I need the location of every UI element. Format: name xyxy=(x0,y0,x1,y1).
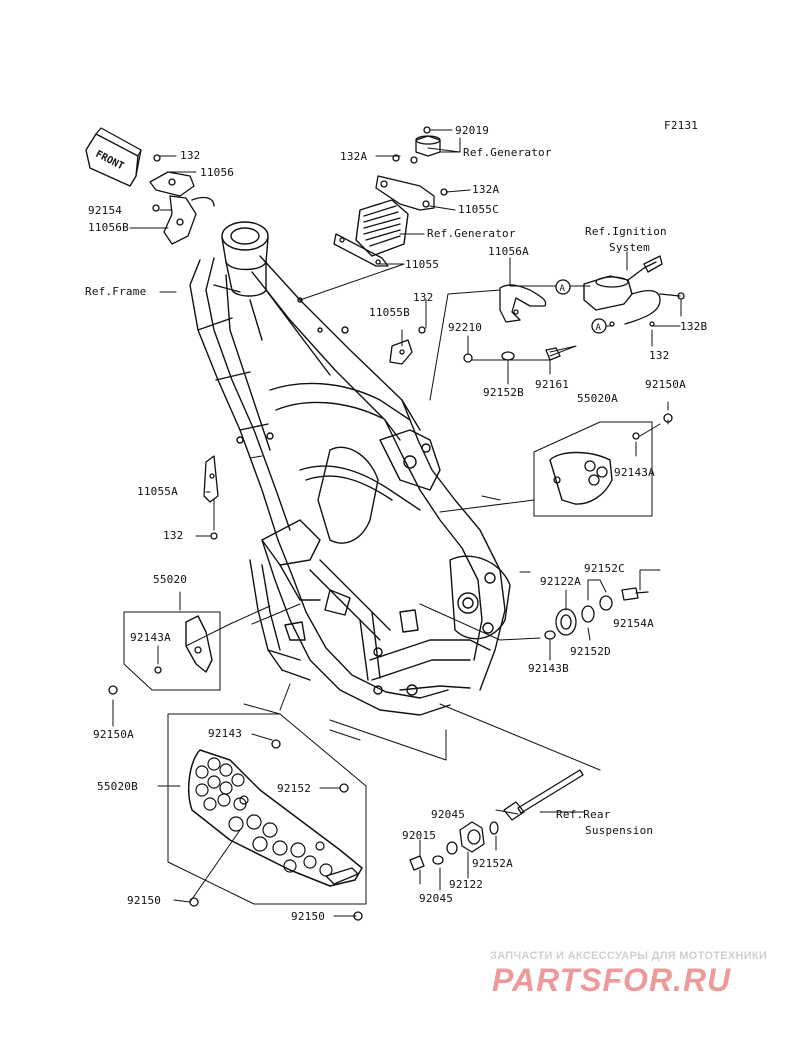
rear-suspension-hardware xyxy=(409,769,584,871)
label-11056b: 11056B xyxy=(88,221,129,234)
label-132-left: 132 xyxy=(163,529,184,542)
label-92152: 92152 xyxy=(277,782,312,795)
label-92015: 92015 xyxy=(402,829,437,842)
label-92143b: 92143B xyxy=(528,662,569,675)
leader-lines xyxy=(112,129,682,917)
label-132a-top: 132A xyxy=(340,150,368,163)
label-92045-bot: 92045 xyxy=(419,892,454,905)
svg-text:A: A xyxy=(560,284,566,294)
watermark-caption: ЗАПЧАСТИ И АКСЕССУАРЫ ДЛЯ МОТОТЕХНИКИ xyxy=(490,950,768,962)
diagram-code: F2131 xyxy=(664,119,699,132)
label-92152d: 92152D xyxy=(570,645,611,658)
label-92150a-left: 92150A xyxy=(93,728,134,741)
label-11055: 11055 xyxy=(405,258,440,271)
callout-a-top: A xyxy=(555,279,571,295)
label-92154: 92154 xyxy=(88,204,123,217)
label-132b: 132B xyxy=(680,320,708,333)
label-55020b: 55020B xyxy=(97,780,138,793)
label-ref-rear-1: Ref.Rear xyxy=(556,808,611,821)
label-92019: 92019 xyxy=(455,124,490,137)
label-92143a-left: 92143A xyxy=(130,631,171,644)
pivot-hardware xyxy=(544,587,649,640)
label-92152c: 92152C xyxy=(584,562,625,575)
label-55020: 55020 xyxy=(153,573,188,586)
label-92122: 92122 xyxy=(449,878,484,891)
label-132-ign: 132 xyxy=(649,349,670,362)
front-arrow-label: FRONT xyxy=(94,149,126,172)
label-132-mid: 132 xyxy=(413,291,434,304)
label-ref-ignition-2: System xyxy=(609,241,650,254)
svg-text:A: A xyxy=(596,323,602,333)
front-bracket-parts xyxy=(149,154,215,245)
bracket-11055a xyxy=(203,455,219,540)
label-92143: 92143 xyxy=(208,727,243,740)
skid-plate-55020b xyxy=(187,739,363,921)
label-55020a: 55020A xyxy=(577,392,618,405)
label-11056: 11056 xyxy=(200,166,235,179)
label-132-top: 132 xyxy=(180,149,201,162)
label-92122a: 92122A xyxy=(540,575,581,588)
label-11055b: 11055B xyxy=(369,306,410,319)
label-92150-bot: 92150 xyxy=(291,910,326,923)
label-ref-generator-2: Ref.Generator xyxy=(427,227,516,240)
bracket-11055b xyxy=(389,326,426,365)
label-92161: 92161 xyxy=(535,378,570,391)
label-92152b: 92152B xyxy=(483,386,524,399)
label-92150a-right: 92150A xyxy=(645,378,686,391)
label-92152a: 92152A xyxy=(472,857,513,870)
label-132a-right: 132A xyxy=(472,183,500,196)
label-92210: 92210 xyxy=(448,321,483,334)
ignition-coil-parts xyxy=(499,255,685,327)
label-11055a: 11055A xyxy=(137,485,178,498)
label-92045-top: 92045 xyxy=(431,808,466,821)
label-11055c: 11055C xyxy=(458,203,499,216)
generator-bracket-parts xyxy=(333,126,448,267)
cover-55020a xyxy=(549,413,673,505)
guard-55020 xyxy=(108,615,213,695)
main-frame xyxy=(189,221,511,716)
label-11056a: 11056A xyxy=(488,245,529,258)
label-ref-ignition-1: Ref.Ignition xyxy=(585,225,667,238)
label-ref-frame: Ref.Frame xyxy=(85,285,147,298)
front-arrow-icon: FRONT xyxy=(85,127,142,187)
callout-a-bottom: A xyxy=(591,318,607,334)
label-ref-generator-1: Ref.Generator xyxy=(463,146,552,159)
label-92150-left: 92150 xyxy=(127,894,162,907)
watermark-logo[interactable]: PARTSFOR.RU xyxy=(492,962,732,998)
label-92154a: 92154A xyxy=(613,617,654,630)
label-92143a-right: 92143A xyxy=(614,466,655,479)
label-ref-rear-2: Suspension xyxy=(585,824,654,837)
